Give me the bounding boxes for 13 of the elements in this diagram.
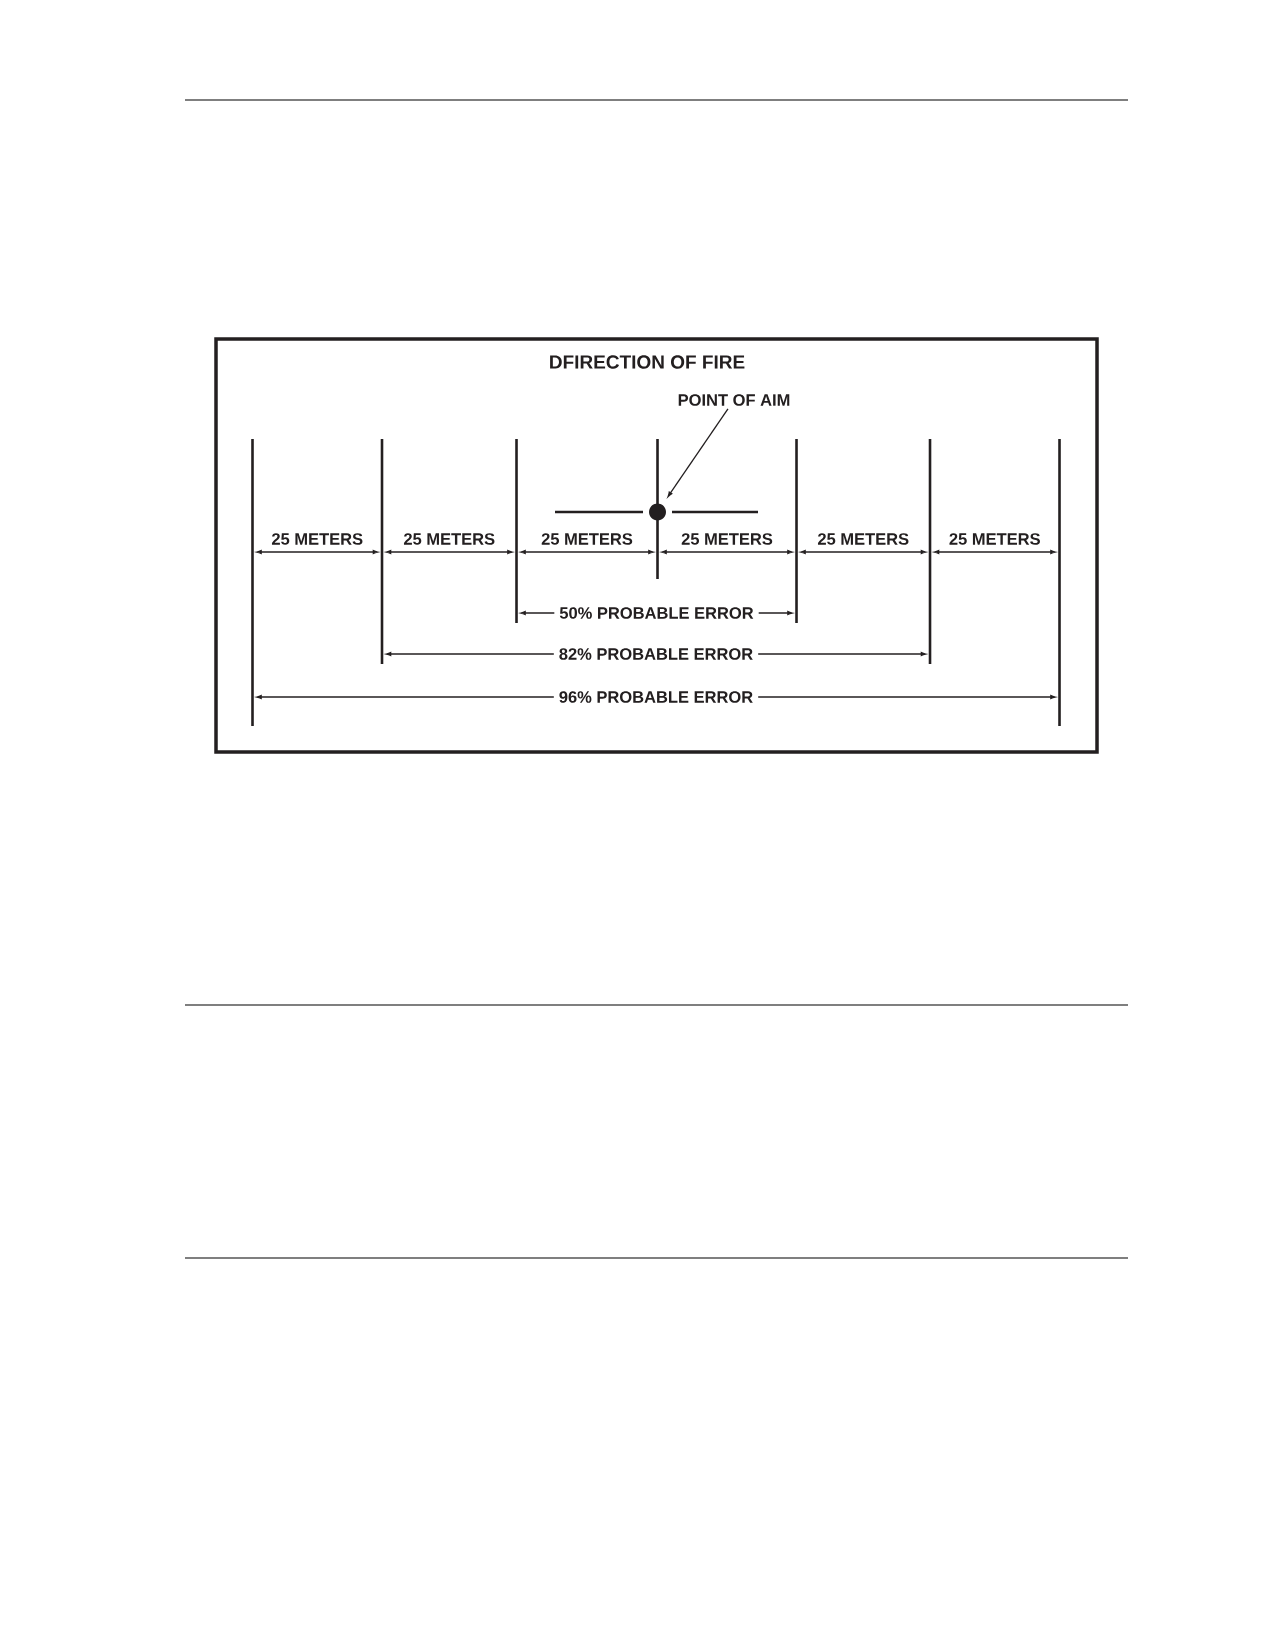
dimension-label: 82% PROBABLE ERROR	[553, 646, 759, 662]
callout-label: POINT OF AIM	[678, 394, 790, 406]
aim-point-dot	[649, 503, 666, 521]
dimension-label: 25 METERS	[681, 533, 773, 545]
dimension-label: 96% PROBABLE ERROR	[553, 689, 759, 705]
dimension-label: 25 METERS	[949, 533, 1040, 545]
dimension-label: 25 METERS	[271, 533, 363, 545]
dimension-label: 25 METERS	[541, 533, 633, 545]
dimension-label: 25 METERS	[818, 533, 909, 545]
dimension-label: 25 METERS	[403, 533, 495, 545]
dimension-label: 50% PROBABLE ERROR	[554, 605, 759, 621]
figure-title: DFIRECTION OF FIRE	[550, 355, 745, 369]
leader-line	[667, 408, 729, 498]
